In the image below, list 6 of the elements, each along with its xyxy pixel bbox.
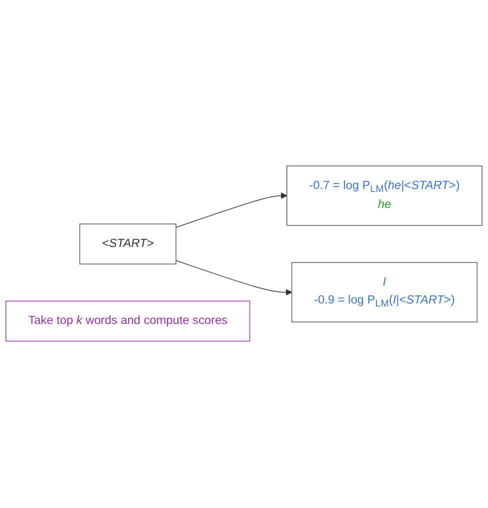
arrow	[176, 192, 288, 228]
node-box: Take top k words and compute scores	[6, 301, 250, 342]
node-box: I -0.9 = log P$_{LM}$(I|<START>)	[291, 262, 478, 323]
arrow	[176, 260, 292, 296]
node-box: <START>	[79, 224, 176, 265]
node-box: -0.7 = log P$_{LM}$(he|<START>) he	[286, 166, 482, 226]
